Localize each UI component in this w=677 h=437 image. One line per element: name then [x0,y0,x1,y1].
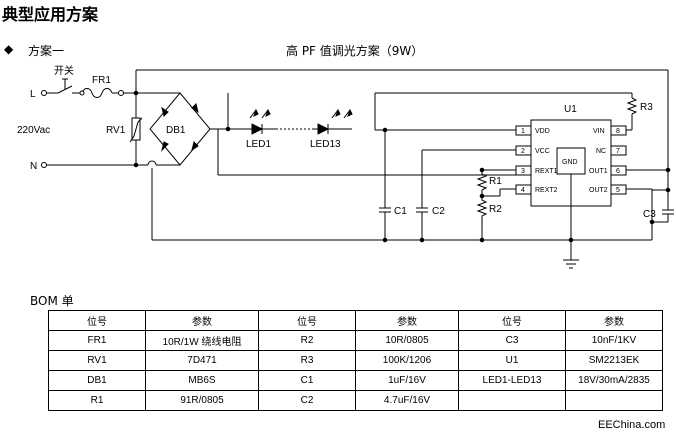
table-cell: R3 [258,350,356,371]
bom-header-cell: 参数 [145,310,259,331]
table-row: RV1 7D471 R3 100K/1206 U1 SM2213EK [48,350,663,371]
bom-header-cell: 参数 [565,310,663,331]
bullet-icon: ◆ [4,42,14,56]
page-title: 典型应用方案 [2,5,99,24]
watermark: EEChina.com [598,419,666,431]
table-cell: U1 [458,350,566,371]
fr1-label: FR1 [92,75,111,86]
n-label: N [30,161,37,172]
bom-header-cell: 位号 [458,310,566,331]
l-terminal [41,90,47,96]
gnd-label: GND [562,159,578,166]
c3-label: C3 [643,209,656,220]
led13-label: LED13 [310,139,341,150]
pin-2-name: VCC [535,148,550,155]
resistor-r1 [476,170,488,191]
switch-blade [57,85,73,94]
pin-4-num: 4 [521,187,525,194]
r2-label: R2 [489,204,502,215]
scheme-label: 方案一 [28,44,65,58]
table-cell: 18V/30mA/2835 [565,370,663,391]
pin-6-name: OUT1 [589,168,608,175]
table-cell: FR1 [48,330,146,351]
bom-header-cell: 位号 [258,310,356,331]
table-cell: 7D471 [145,350,259,371]
table-cell: 10nF/1KV [565,330,663,351]
bom-title: BOM 单 [30,294,74,308]
pin-8-name: VIN [593,128,605,135]
table-cell: C3 [458,330,566,351]
pin-7-name: NC [596,148,606,155]
scheme-subtitle: 高 PF 值调光方案（9W） [286,44,424,58]
pin-6-num: 6 [616,168,620,175]
table-row: R1 91R/0805 C2 4.7uF/16V [48,390,663,411]
pin-3-name: REXT1 [535,168,558,175]
pin-4-name: REXT2 [535,187,558,194]
led13-diode [317,123,330,135]
bridge-db1 [149,92,211,166]
table-row: FR1 10R/1W 绕线电阻 R2 10R/0805 C3 10nF/1KV [48,330,663,351]
table-cell: 10R/1W 绕线电阻 [145,330,259,351]
table-cell: 10R/0805 [355,330,459,351]
c2-label: C2 [432,206,445,217]
table-cell: 91R/0805 [145,390,259,411]
db1-label: DB1 [166,125,186,136]
pin-7-num: 7 [616,148,620,155]
table-cell [458,390,566,411]
table-cell: C2 [258,390,356,411]
switch-label: 开关 [54,64,74,77]
bom-table: 位号 参数 位号 参数 位号 参数 FR1 10R/1W 绕线电阻 R2 10R… [48,310,663,411]
bom-header-cell: 位号 [48,310,146,331]
pin-5-num: 5 [616,187,620,194]
rv1-label: RV1 [106,125,126,136]
circuit-schematic: 开关 FR1 L N 220Vac RV1 DB1 LED1 LED13 U1 … [17,64,674,269]
table-cell: LED1-LED13 [458,370,566,391]
pin-2-num: 2 [521,148,525,155]
table-cell: R2 [258,330,356,351]
table-cell: 1uF/16V [355,370,459,391]
bom-header-row: 位号 参数 位号 参数 位号 参数 [48,310,663,331]
led1-label: LED1 [246,139,271,150]
resistor-r2 [476,196,488,240]
table-cell: C1 [258,370,356,391]
table-cell: R1 [48,390,146,411]
pin-5-name: OUT2 [589,187,608,194]
fuse-fr1 [81,88,113,98]
n-terminal [41,162,47,168]
table-cell: DB1 [48,370,146,391]
table-row: DB1 MB6S C1 1uF/16V LED1-LED13 18V/30mA/… [48,370,663,391]
pin-1-num: 1 [521,128,525,135]
table-cell: 100K/1206 [355,350,459,371]
table-cell [565,390,663,411]
table-cell: MB6S [145,370,259,391]
r1-label: R1 [489,176,502,187]
resistor-r3 [626,97,638,115]
c1-label: C1 [394,206,407,217]
pin-8-num: 8 [616,128,620,135]
pin-1-name: VDD [535,128,550,135]
pin-3-num: 3 [521,168,525,175]
r3-label: R3 [640,102,653,113]
table-cell: RV1 [48,350,146,371]
bom-header-cell: 参数 [355,310,459,331]
u1-label: U1 [564,104,577,115]
table-cell: 4.7uF/16V [355,390,459,411]
l-label: L [30,89,36,100]
vac-label: 220Vac [17,125,50,136]
table-cell: SM2213EK [565,350,663,371]
led1-diode [251,123,264,135]
